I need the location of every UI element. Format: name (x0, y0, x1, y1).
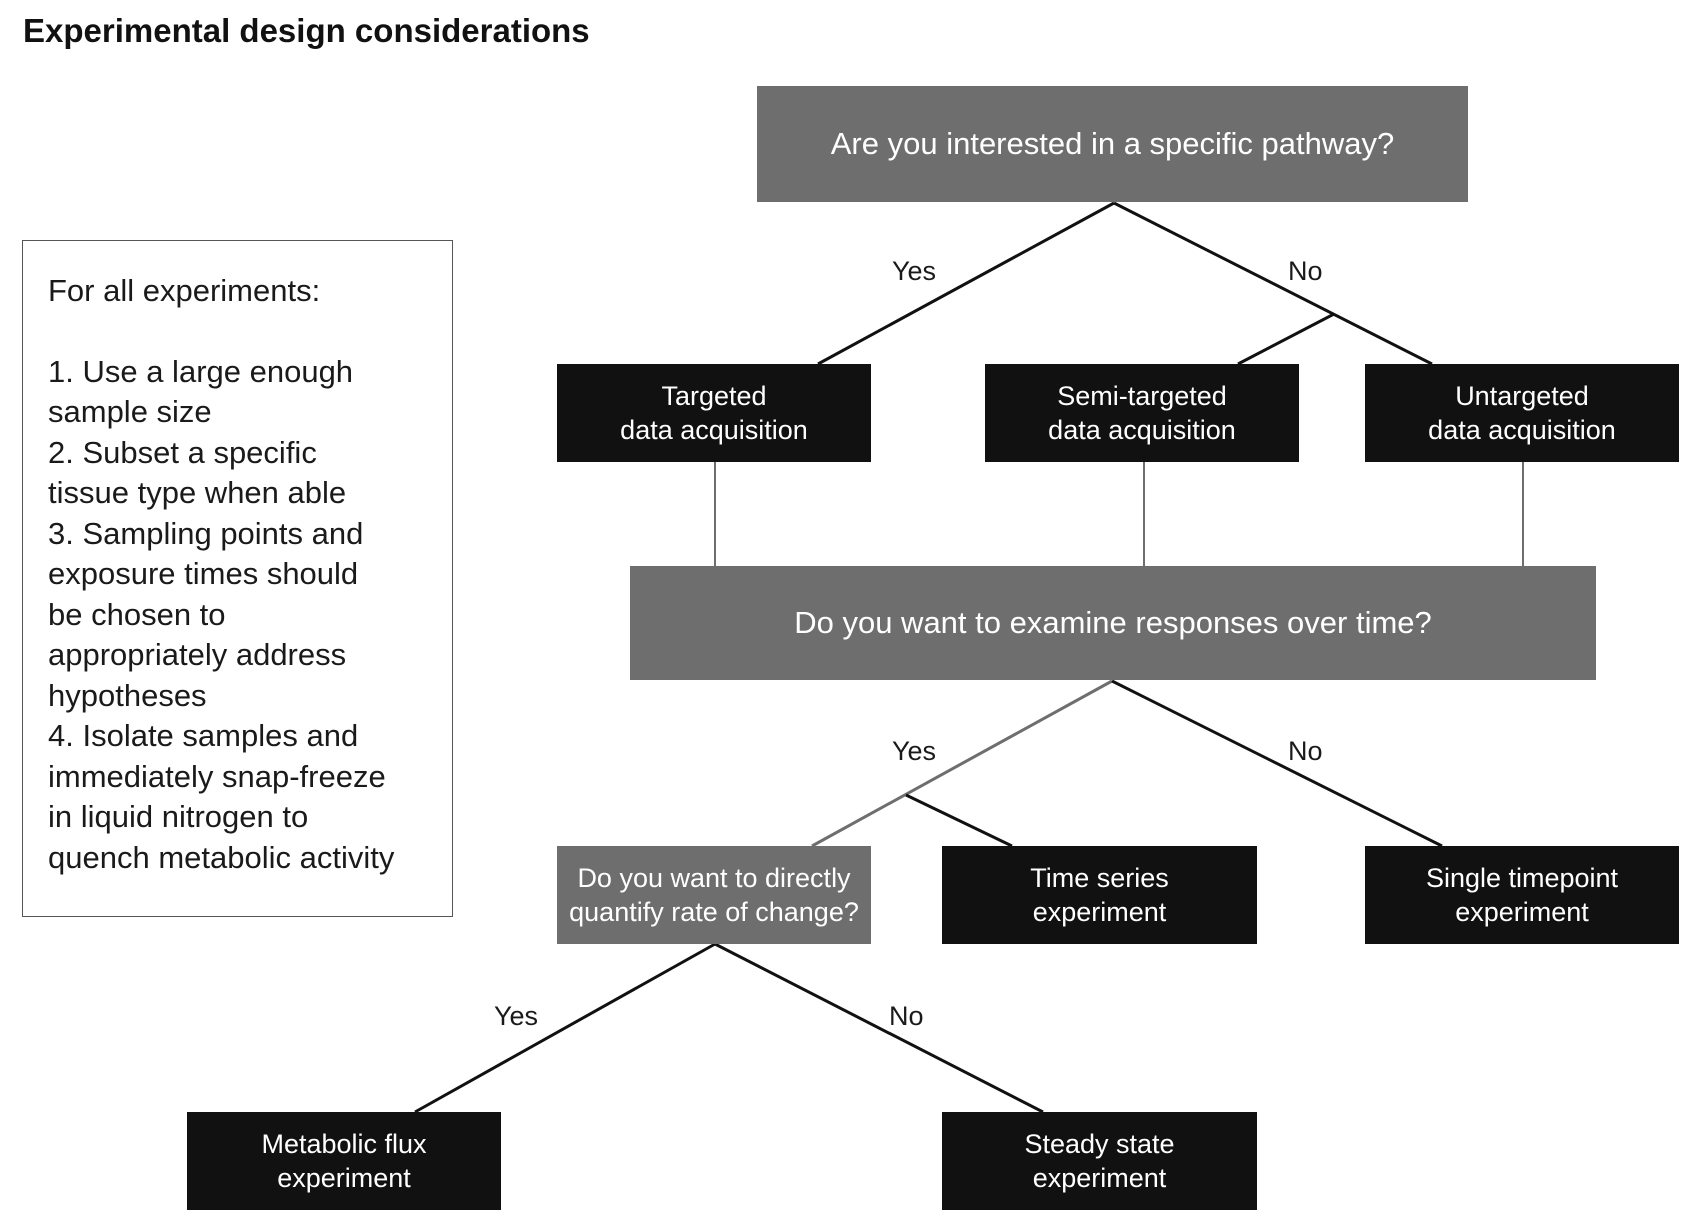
consideration-item-4: 4. Isolate samples and immediately snap-… (48, 718, 395, 875)
steady-state-label: Steady state experiment (1024, 1129, 1175, 1193)
edge-time-no (1111, 679, 1443, 848)
edge-time-yes (811, 679, 1113, 848)
question-responses-over-time: Do you want to examine responses over ti… (630, 566, 1596, 680)
pathway-no-label: No (1288, 256, 1323, 286)
metabolic-flux-label: Metabolic flux experiment (261, 1129, 427, 1193)
targeted-acquisition-box: Targeted data acquisition (557, 364, 871, 462)
untargeted-acquisition-label: Untargeted data acquisition (1428, 381, 1616, 445)
time-series-label: Time series experiment (1030, 863, 1169, 927)
edge-rate-yes (414, 942, 716, 1114)
considerations-box: For all experiments: 1. Use a large enou… (22, 240, 453, 917)
question-specific-pathway: Are you interested in a specific pathway… (757, 86, 1468, 202)
metabolic-flux-box: Metabolic flux experiment (187, 1112, 501, 1210)
single-timepoint-label: Single timepoint experiment (1425, 863, 1619, 927)
edge-pathway-no (1113, 201, 1433, 366)
question-specific-pathway-label: Are you interested in a specific pathway… (830, 126, 1395, 161)
semi-targeted-acquisition-label: Semi-targeted data acquisition (1048, 381, 1236, 445)
time-series-box: Time series experiment (942, 846, 1257, 944)
question-rate-of-change: Do you want to directly quantify rate of… (557, 846, 871, 944)
page-title: Experimental design considerations (23, 12, 590, 49)
pathway-yes-label: Yes (892, 256, 937, 286)
rate-no-label: No (889, 1001, 924, 1031)
edge-yes-to-time-series (905, 793, 1013, 848)
consideration-item-3: 3. Sampling points and exposure times sh… (48, 515, 364, 713)
question-responses-over-time-label: Do you want to examine responses over ti… (794, 605, 1432, 640)
consideration-item-2: 2. Subset a specific tissue type when ab… (48, 434, 347, 511)
edge-pathway-yes (817, 201, 1115, 366)
untargeted-acquisition-box: Untargeted data acquisition (1365, 364, 1679, 462)
targeted-acquisition-label: Targeted data acquisition (620, 381, 808, 445)
semi-targeted-acquisition-box: Semi-targeted data acquisition (985, 364, 1299, 462)
time-no-label: No (1288, 736, 1323, 766)
consideration-item-1: 1. Use a large enough sample size (48, 353, 354, 430)
question-rate-of-change-label: Do you want to directly quantify rate of… (569, 863, 859, 927)
edge-no-to-semi-targeted (1237, 312, 1335, 366)
time-yes-label: Yes (892, 736, 937, 766)
single-timepoint-box: Single timepoint experiment (1365, 846, 1679, 944)
steady-state-box: Steady state experiment (942, 1112, 1257, 1210)
rate-yes-label: Yes (494, 1001, 539, 1031)
edge-rate-no (714, 942, 1044, 1114)
considerations-heading: For all experiments: (48, 273, 321, 308)
